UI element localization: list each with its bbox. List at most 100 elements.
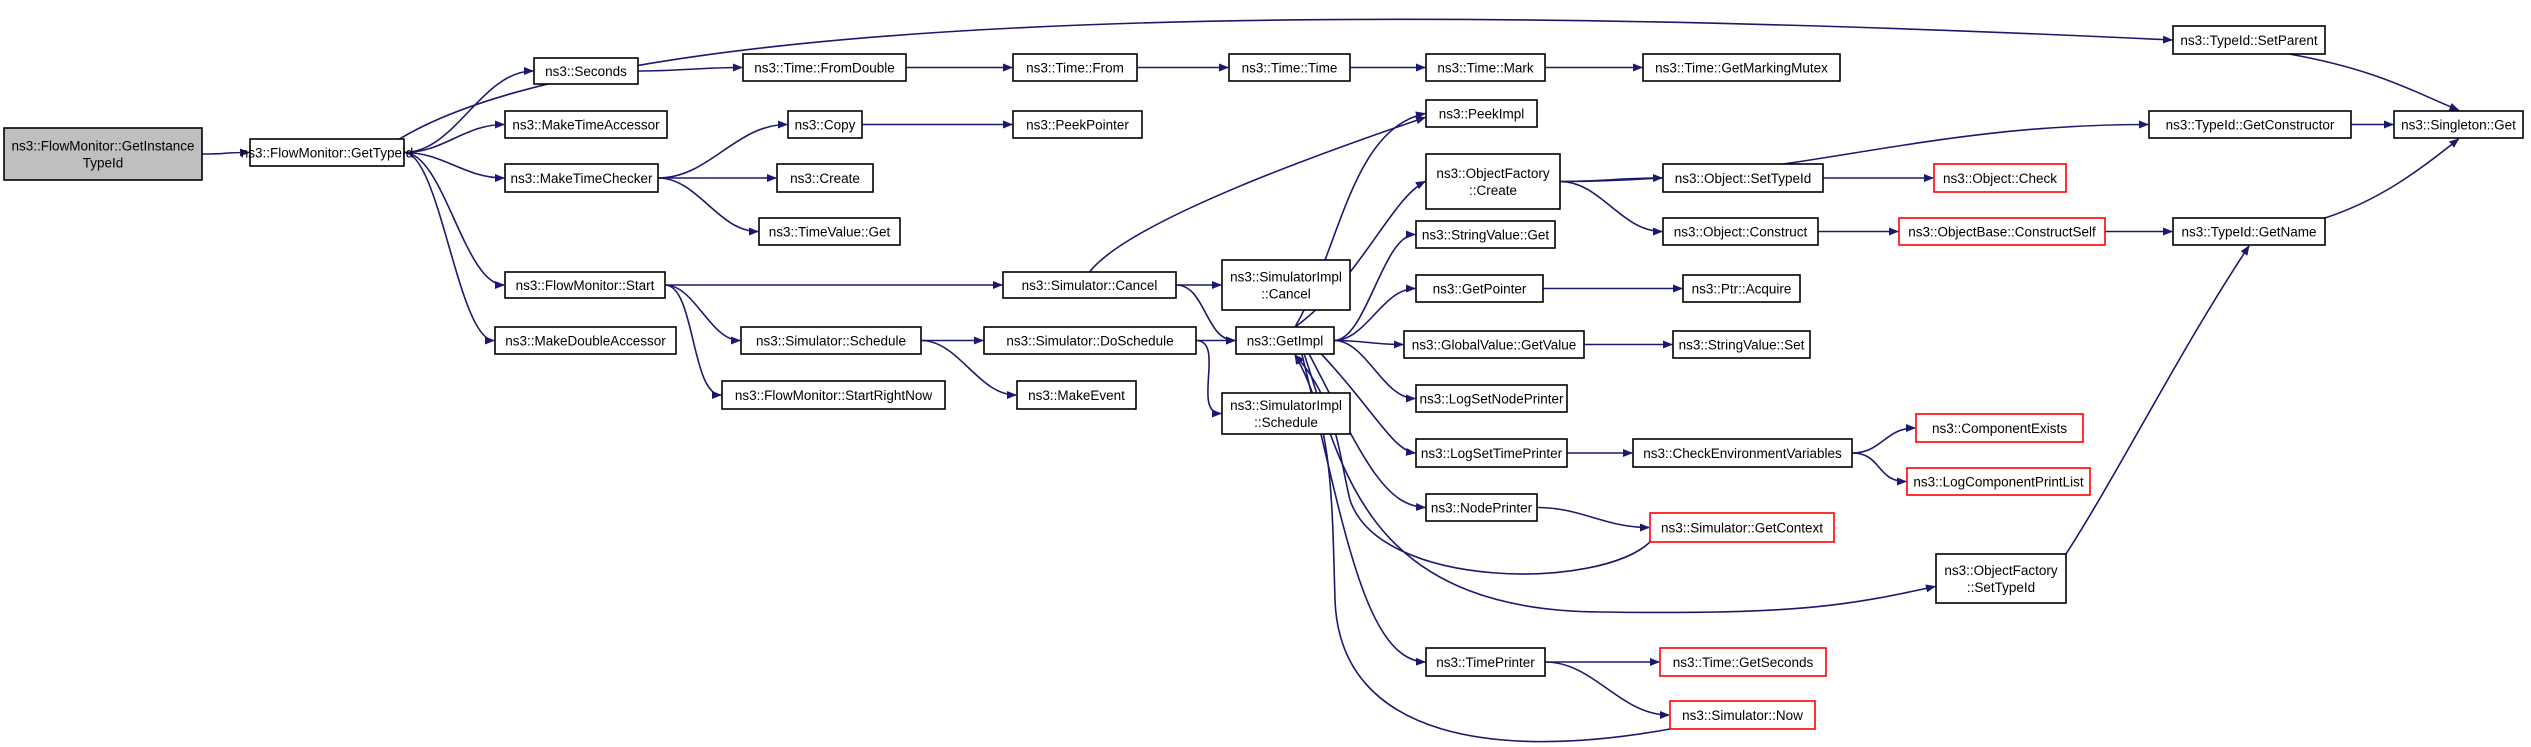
node-box[interactable] bbox=[504, 271, 666, 299]
node-timeprinter[interactable]: ns3::TimePrinter bbox=[1425, 647, 1546, 677]
node-box[interactable] bbox=[1662, 163, 1824, 193]
node-box[interactable] bbox=[1425, 53, 1546, 82]
node-box[interactable] bbox=[1649, 512, 1835, 543]
node-box[interactable] bbox=[504, 110, 668, 139]
node-box[interactable] bbox=[1415, 220, 1556, 249]
node-fmstart[interactable]: ns3::FlowMonitor::Start bbox=[504, 271, 666, 299]
node-typeidgetconstructor[interactable]: ns3::TypeId::GetConstructor bbox=[2148, 110, 2352, 139]
node-box[interactable] bbox=[983, 326, 1197, 355]
node-box[interactable] bbox=[494, 326, 677, 355]
node-fromdouble[interactable]: ns3::Time::FromDouble bbox=[742, 53, 907, 82]
node-maketimechecker[interactable]: ns3::MakeTimeChecker bbox=[504, 163, 659, 193]
node-simcancel[interactable]: ns3::Simulator::Cancel bbox=[1002, 271, 1177, 299]
node-maketimeaccessor[interactable]: ns3::MakeTimeAccessor bbox=[504, 110, 668, 139]
node-box[interactable] bbox=[1012, 110, 1143, 139]
node-nodeprinter[interactable]: ns3::NodePrinter bbox=[1425, 493, 1538, 522]
node-typeidsetparent[interactable]: ns3::TypeId::SetParent bbox=[2172, 25, 2326, 55]
node-box[interactable] bbox=[1403, 330, 1585, 359]
node-create[interactable]: ns3::Create bbox=[776, 163, 874, 193]
node-stringvalueget[interactable]: ns3::StringValue::Get bbox=[1415, 220, 1556, 249]
node-box[interactable] bbox=[1672, 330, 1811, 359]
node-simnow[interactable]: ns3::Simulator::Now bbox=[1669, 700, 1816, 730]
node-timevalueget[interactable]: ns3::TimeValue::Get bbox=[758, 217, 901, 246]
node-objsettypeid[interactable]: ns3::Object::SetTypeId bbox=[1662, 163, 1824, 193]
node-box[interactable] bbox=[1682, 274, 1801, 303]
node-box[interactable] bbox=[533, 57, 639, 85]
node-box[interactable] bbox=[1632, 438, 1853, 468]
node-box[interactable] bbox=[1425, 647, 1546, 677]
node-componentexists[interactable]: ns3::ComponentExists bbox=[1915, 413, 2084, 443]
node-box[interactable] bbox=[1642, 53, 1841, 82]
node-timefrom[interactable]: ns3::Time::From bbox=[1012, 53, 1138, 82]
node-obconstructself[interactable]: ns3::ObjectBase::ConstructSelf bbox=[1898, 217, 2106, 246]
node-startrightnow[interactable]: ns3::FlowMonitor::StartRightNow bbox=[721, 380, 946, 410]
node-ofsettypeid[interactable]: ns3::ObjectFactory::SetTypeId bbox=[1935, 553, 2067, 604]
node-box[interactable] bbox=[3, 127, 203, 181]
node-box[interactable] bbox=[1415, 438, 1568, 468]
node-gvgetvalue[interactable]: ns3::GlobalValue::GetValue bbox=[1403, 330, 1585, 359]
node-box[interactable] bbox=[1228, 53, 1351, 82]
node-getpointer[interactable]: ns3::GetPointer bbox=[1415, 274, 1544, 303]
node-peekpointer[interactable]: ns3::PeekPointer bbox=[1012, 110, 1143, 139]
node-ofcreate[interactable]: ns3::ObjectFactory::Create bbox=[1425, 153, 1561, 210]
node-box[interactable] bbox=[1415, 274, 1544, 303]
node-box[interactable] bbox=[2172, 25, 2326, 55]
node-typeidgetname[interactable]: ns3::TypeId::GetName bbox=[2172, 217, 2326, 246]
node-timegetseconds[interactable]: ns3::Time::GetSeconds bbox=[1659, 647, 1827, 677]
node-ptracquire[interactable]: ns3::Ptr::Acquire bbox=[1682, 274, 1801, 303]
node-dosched[interactable]: ns3::Simulator::DoSchedule bbox=[983, 326, 1197, 355]
node-simgetcontext[interactable]: ns3::Simulator::GetContext bbox=[1649, 512, 1835, 543]
node-seconds[interactable]: ns3::Seconds bbox=[533, 57, 639, 85]
node-timemark[interactable]: ns3::Time::Mark bbox=[1425, 53, 1546, 82]
node-simschedule[interactable]: ns3::Simulator::Schedule bbox=[740, 326, 922, 355]
node-logsetnodeprinter[interactable]: ns3::LogSetNodePrinter bbox=[1415, 384, 1568, 413]
node-box[interactable] bbox=[776, 163, 874, 193]
node-box[interactable] bbox=[742, 53, 907, 82]
node-timetime[interactable]: ns3::Time::Time bbox=[1228, 53, 1351, 82]
node-box[interactable] bbox=[504, 163, 659, 193]
node-box[interactable] bbox=[1221, 259, 1351, 311]
node-box[interactable] bbox=[1669, 700, 1816, 730]
node-objconstruct[interactable]: ns3::Object::Construct bbox=[1662, 217, 1819, 246]
node-box[interactable] bbox=[1915, 413, 2084, 443]
node-box[interactable] bbox=[740, 326, 922, 355]
node-box[interactable] bbox=[1662, 217, 1819, 246]
node-box[interactable] bbox=[758, 217, 901, 246]
node-box[interactable] bbox=[1425, 493, 1538, 522]
node-box[interactable] bbox=[1235, 326, 1335, 355]
node-box[interactable] bbox=[1016, 380, 1137, 410]
node-checkenv[interactable]: ns3::CheckEnvironmentVariables bbox=[1632, 438, 1853, 468]
node-box[interactable] bbox=[721, 380, 946, 410]
node-box[interactable] bbox=[2393, 110, 2524, 139]
node-singletonget[interactable]: ns3::Singleton::Get bbox=[2393, 110, 2524, 139]
node-simimplcancel[interactable]: ns3::SimulatorImpl::Cancel bbox=[1221, 259, 1351, 311]
node-objcheck[interactable]: ns3::Object::Check bbox=[1933, 163, 2067, 193]
node-box[interactable] bbox=[1012, 53, 1138, 82]
node-box[interactable] bbox=[1935, 553, 2067, 604]
node-box[interactable] bbox=[1415, 384, 1568, 413]
node-box[interactable] bbox=[1002, 271, 1177, 299]
node-stringvalueset[interactable]: ns3::StringValue::Set bbox=[1672, 330, 1811, 359]
node-box[interactable] bbox=[1906, 467, 2091, 496]
node-copy[interactable]: ns3::Copy bbox=[787, 110, 863, 139]
node-makedoubleaccessor[interactable]: ns3::MakeDoubleAccessor bbox=[494, 326, 677, 355]
node-box[interactable] bbox=[1425, 153, 1561, 210]
node-box[interactable] bbox=[2172, 217, 2326, 246]
node-box[interactable] bbox=[1898, 217, 2106, 246]
node-box[interactable] bbox=[787, 110, 863, 139]
node-gettypeid[interactable]: ns3::FlowMonitor::GetTypeId bbox=[241, 138, 414, 167]
node-simimplschedule[interactable]: ns3::SimulatorImpl::Schedule bbox=[1221, 392, 1351, 435]
node-box[interactable] bbox=[1933, 163, 2067, 193]
node-box[interactable] bbox=[249, 138, 405, 167]
node-peekimpl[interactable]: ns3::PeekImpl bbox=[1425, 99, 1538, 128]
node-box[interactable] bbox=[2148, 110, 2352, 139]
node-box[interactable] bbox=[1425, 99, 1538, 128]
node-makeevent[interactable]: ns3::MakeEvent bbox=[1016, 380, 1137, 410]
node-logsettimeprinter[interactable]: ns3::LogSetTimePrinter bbox=[1415, 438, 1568, 468]
node-box[interactable] bbox=[1221, 392, 1351, 435]
node-box[interactable] bbox=[1659, 647, 1827, 677]
node-getmarkingmutex[interactable]: ns3::Time::GetMarkingMutex bbox=[1642, 53, 1841, 82]
node-logcomponentprintlist[interactable]: ns3::LogComponentPrintList bbox=[1906, 467, 2091, 496]
node-getimpl[interactable]: ns3::GetImpl bbox=[1235, 326, 1335, 355]
